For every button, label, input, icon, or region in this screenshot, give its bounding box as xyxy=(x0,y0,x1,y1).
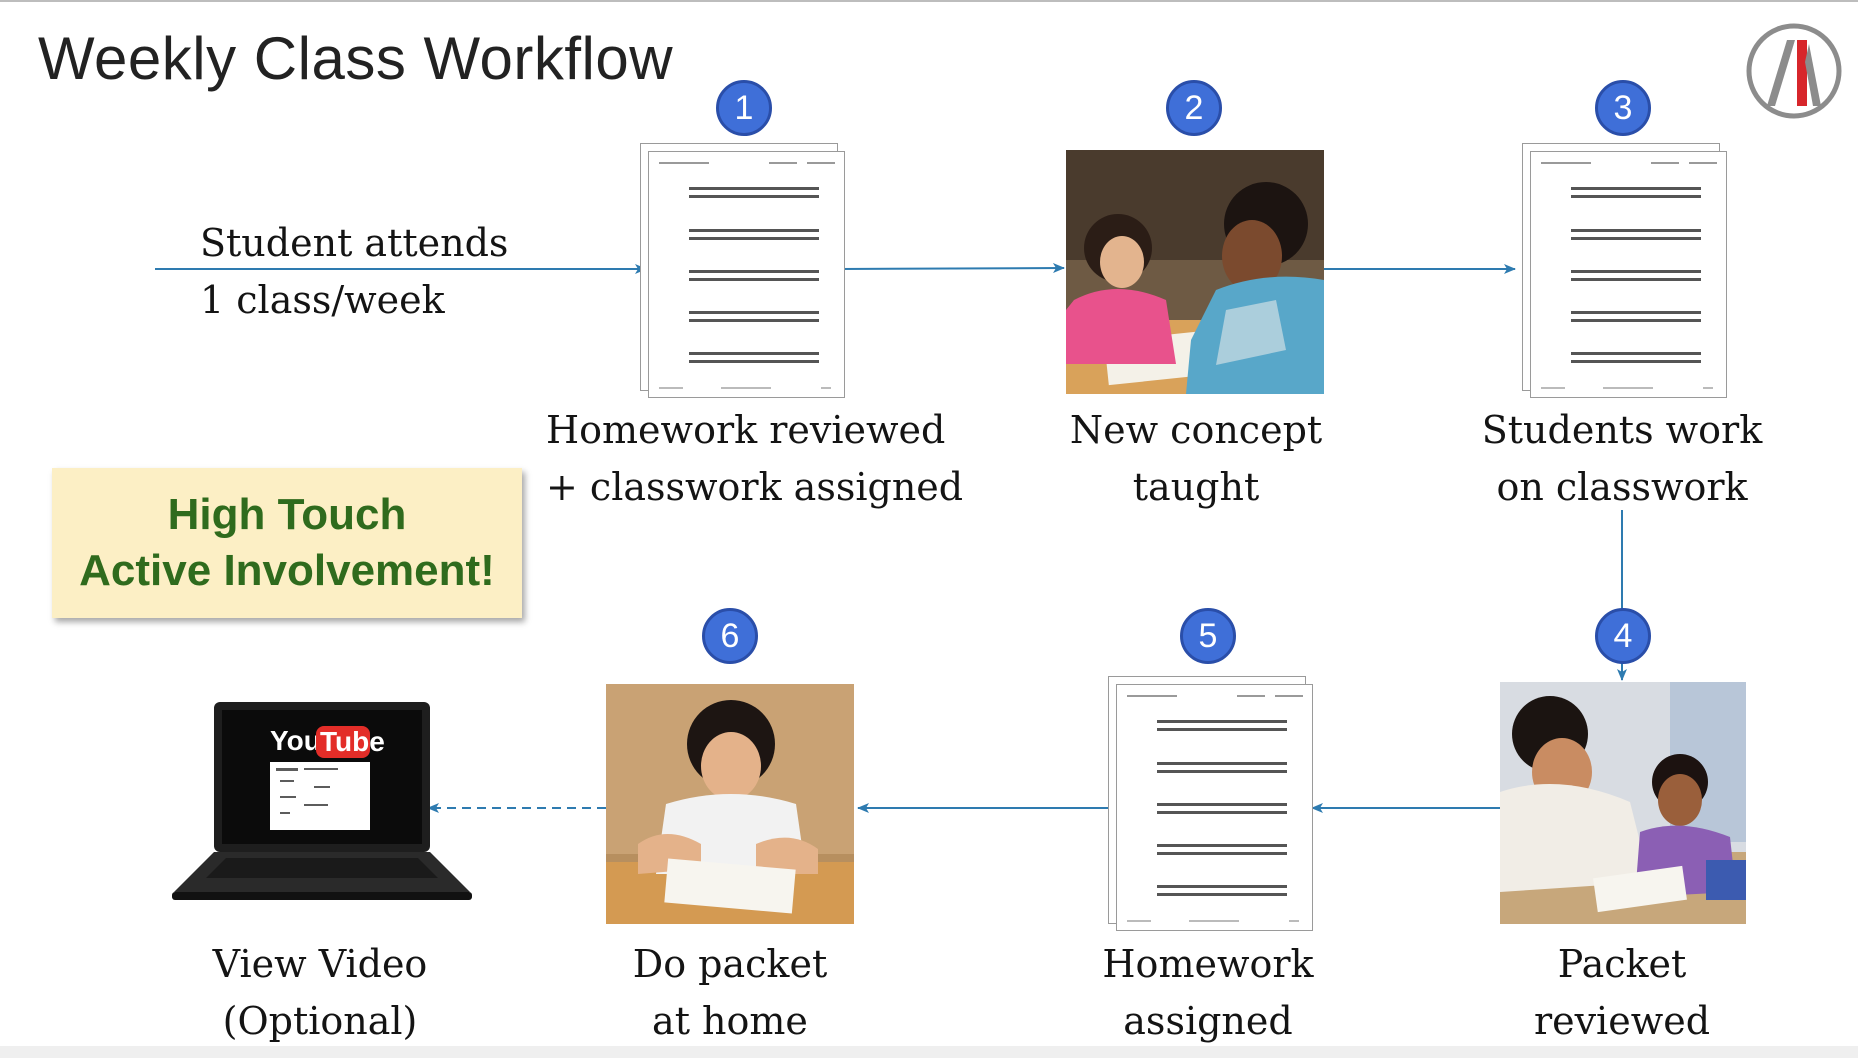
worksheet-problems xyxy=(1541,162,1717,389)
top-border xyxy=(0,0,1858,2)
step-2-line2: taught xyxy=(1132,465,1260,509)
girl-doing-homework-photo xyxy=(606,684,854,924)
arrow-1-to-2 xyxy=(839,263,1065,274)
step-6-line2: at home xyxy=(652,999,808,1043)
step-3-line2: on classwork xyxy=(1496,465,1748,509)
page-title: Weekly Class Workflow xyxy=(38,25,674,92)
step-2-badge: 2 xyxy=(1166,80,1222,136)
worksheet-image-step-3 xyxy=(1522,143,1727,398)
callout-line1: High Touch xyxy=(167,490,407,539)
step-4-line2: reviewed xyxy=(1533,999,1711,1043)
step-1-line2: + classwork assigned xyxy=(546,465,964,509)
step-1-label: Homework reviewed + classwork assigned xyxy=(546,402,964,516)
step-3-badge: 3 xyxy=(1595,80,1651,136)
step-5-line1: Homework xyxy=(1102,942,1314,986)
step-4-badge: 4 xyxy=(1595,608,1651,664)
worksheet-image-step-1 xyxy=(640,143,845,398)
step-1-line1: Homework reviewed xyxy=(546,408,946,452)
step-4-line1: Packet xyxy=(1557,942,1687,986)
step-5-badge: 5 xyxy=(1180,608,1236,664)
laptop-video-icon: You Tube xyxy=(172,702,472,900)
step-6-badge: 6 xyxy=(702,608,758,664)
step-2-line1: New concept xyxy=(1069,408,1323,452)
youtube-you-text: You xyxy=(270,725,321,756)
tutor-and-student-photo xyxy=(1500,682,1746,924)
worksheet-problems xyxy=(1127,695,1303,922)
step-5-label: Homework assigned xyxy=(1048,936,1368,1050)
brand-logo-icon xyxy=(1746,23,1842,119)
worksheet-image-step-5 xyxy=(1108,676,1313,931)
step-3-label: Students work on classwork xyxy=(1462,402,1782,516)
video-line2: (Optional) xyxy=(222,999,418,1043)
high-touch-callout: High Touch Active Involvement! xyxy=(52,468,522,618)
callout-line2: Active Involvement! xyxy=(79,546,495,595)
worksheet-problems xyxy=(659,162,835,389)
teacher-and-student-photo xyxy=(1066,150,1324,394)
video-label: View Video (Optional) xyxy=(160,936,480,1050)
step-2-label: New concept taught xyxy=(1036,402,1356,516)
intro-line1: Student attends xyxy=(200,221,509,265)
worksheet-front-page xyxy=(1116,684,1313,931)
youtube-tube-text: Tube xyxy=(320,726,385,757)
worksheet-front-page xyxy=(1530,151,1727,398)
intro-line2: 1 class/week xyxy=(200,278,445,322)
step-3-line1: Students work xyxy=(1481,408,1763,452)
step-5-line2: assigned xyxy=(1123,999,1293,1043)
bottom-border xyxy=(0,1046,1858,1058)
step-1-badge: 1 xyxy=(716,80,772,136)
intro-label: Student attends 1 class/week xyxy=(200,215,508,329)
step-4-label: Packet reviewed xyxy=(1462,936,1782,1050)
video-line1: View Video xyxy=(212,942,428,986)
step-6-label: Do packet at home xyxy=(570,936,890,1050)
step-6-line1: Do packet xyxy=(632,942,828,986)
worksheet-front-page xyxy=(648,151,845,398)
